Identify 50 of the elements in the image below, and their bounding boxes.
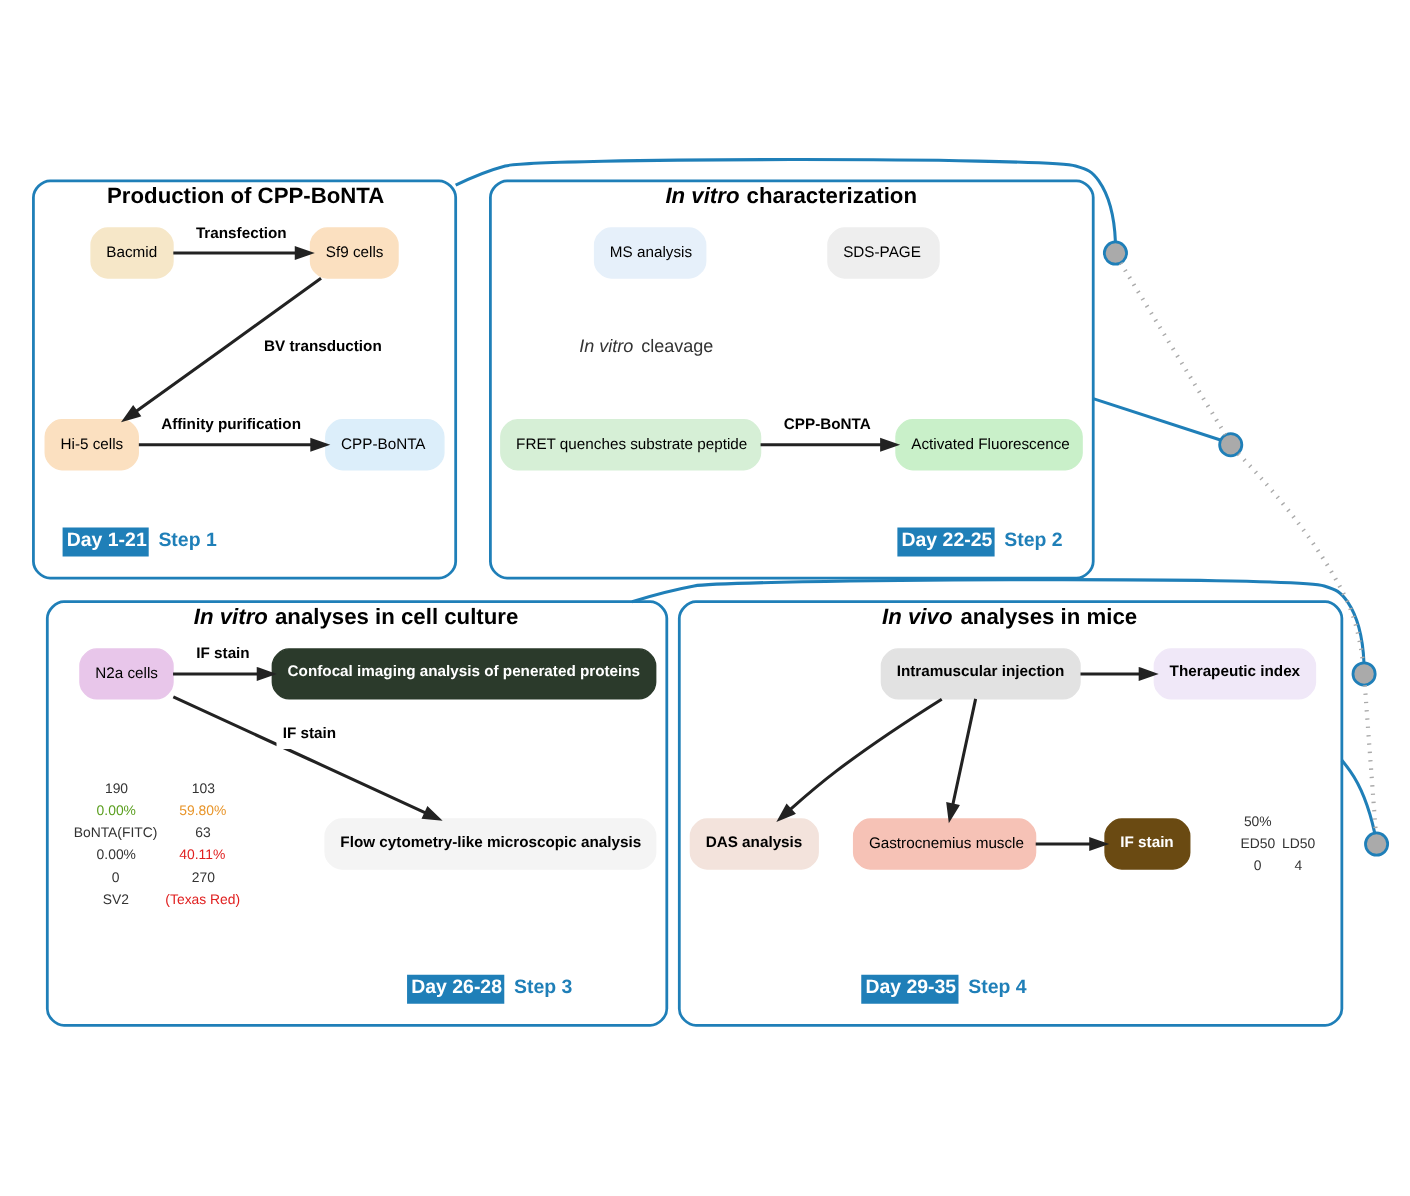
node-circle — [1218, 432, 1244, 458]
node-circle — [1351, 661, 1377, 687]
edge-label: CPP-BoNTA — [783, 415, 871, 434]
node-label: Day 22-25 — [901, 529, 993, 552]
connector — [1340, 759, 1377, 833]
arrow — [138, 437, 331, 452]
node-box: DAS analysis — [689, 818, 819, 870]
label: In vitro cleavage — [579, 336, 714, 357]
arrow — [173, 246, 315, 261]
node-box: CPP-BoNTA — [325, 419, 445, 471]
connector — [1118, 261, 1228, 436]
node-label: Day 29-35 — [865, 976, 957, 999]
arrow — [776, 697, 943, 822]
node-circle — [1364, 831, 1390, 857]
node-box: Confocal imaging analysis of penerated proteins — [271, 648, 657, 700]
edge-label: IF stain — [196, 644, 250, 663]
node-box: Flow cytometry-like microscopic analysis — [324, 818, 657, 870]
node-box: Intramuscular injection — [880, 648, 1081, 700]
node-box: MS analysis — [593, 227, 707, 279]
connector — [1236, 452, 1366, 663]
arrow — [172, 695, 443, 821]
node-box: Bacmid — [90, 227, 174, 279]
node-label: Step 3 — [514, 976, 573, 999]
node-box: Therapeutic index — [1153, 648, 1317, 700]
node-label: Step 4 — [968, 976, 1027, 999]
connector — [1362, 685, 1378, 834]
node-box: Hi-5 cells — [44, 419, 139, 471]
node-label: Step 1 — [158, 529, 217, 552]
edge-label: IF stain — [282, 723, 337, 742]
arrow — [760, 437, 901, 452]
edge-label: Transfection — [195, 223, 287, 242]
arrow — [1035, 837, 1110, 852]
node-circle — [1102, 240, 1128, 266]
node-box: Sf9 cells — [309, 227, 399, 279]
node-label: Step 2 — [1004, 529, 1063, 552]
edge-label: Affinity purification — [161, 415, 302, 434]
node-box: Activated Fluorescence — [895, 419, 1083, 471]
node-box: FRET quenches substrate peptide — [500, 419, 762, 471]
arrow — [946, 698, 978, 824]
arrow — [173, 666, 277, 681]
edge-label: BV transduction — [263, 337, 382, 356]
node-label: Day 26-28 — [411, 976, 503, 999]
node-label: Day 1-21 — [66, 529, 147, 552]
node-box: N2a cells — [79, 648, 174, 700]
connector — [1092, 397, 1221, 442]
arrow — [1080, 666, 1159, 681]
node-box: Gastrocnemius muscle — [852, 818, 1037, 870]
arrow — [120, 277, 322, 423]
node-box: IF stain — [1104, 818, 1191, 870]
connector — [455, 158, 1117, 242]
